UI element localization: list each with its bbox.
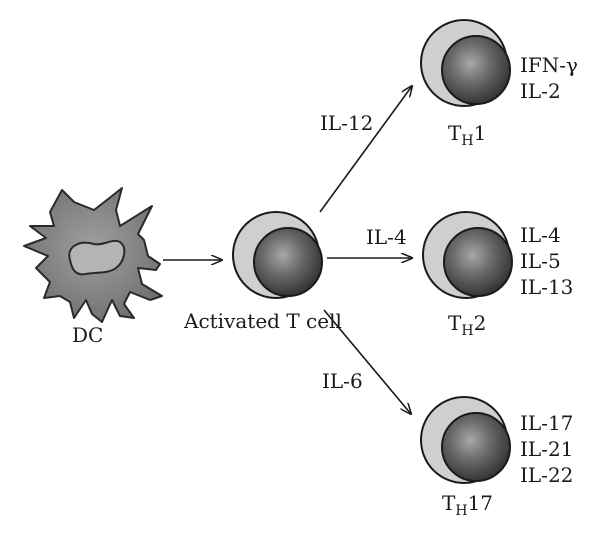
th1-label: TH1 [448,120,486,149]
th2-cytokine: IL-5 [520,249,561,273]
th2-cytokine: IL-4 [520,223,561,247]
th2-cytokines: IL-4 IL-5 IL-13 [520,222,573,300]
th17-t: T [442,491,456,515]
arrow-tcell-to-th17 [323,309,411,414]
th17-h: H [455,503,468,519]
il4-arrow-label: IL-4 [366,225,407,249]
th2-h: H [461,323,474,339]
activated-t-cell-label: Activated T cell [184,309,342,333]
th1-cell [420,19,511,107]
th1-cytokine: IL-2 [520,79,561,103]
th1-cytokine: IFN-γ [520,53,578,77]
th17-label: TH17 [442,490,493,519]
il12-arrow-label: IL-12 [320,111,374,135]
il6-arrow-label: IL-6 [322,369,363,393]
th17-cytokine: IL-17 [520,411,574,435]
th2-label: TH2 [448,310,486,339]
dc-label: DC [72,323,104,347]
th17-cytokine: IL-22 [520,463,574,487]
dc-nucleus [68,239,126,276]
th2-cell [422,211,513,299]
th17-cytokine: IL-21 [520,437,574,461]
th17-num: 17 [467,491,494,515]
th1-num: 1 [473,121,487,145]
th1-cytokines: IFN-γ IL-2 [520,52,578,104]
th17-cell [420,396,511,484]
activated-t-cell [232,211,323,299]
th2-t: T [448,311,462,335]
th2-num: 2 [473,311,487,335]
th2-cytokine: IL-13 [520,275,574,299]
th1-t: T [448,121,462,145]
dendritic-cell [23,187,163,323]
th17-cytokines: IL-17 IL-21 IL-22 [520,410,573,488]
arrow-tcell-to-th1 [319,86,412,213]
th1-h: H [461,133,474,149]
